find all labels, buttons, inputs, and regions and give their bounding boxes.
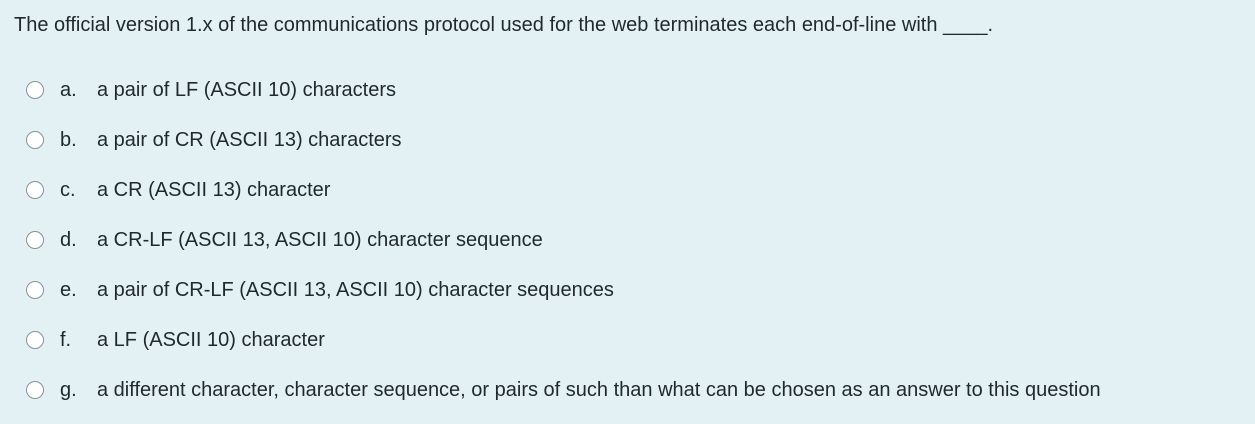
- radio-button[interactable]: [26, 131, 44, 149]
- option-text: a CR (ASCII 13) character: [97, 178, 331, 201]
- option-letter: f.: [60, 328, 72, 351]
- answer-option-row[interactable]: c. a CR (ASCII 13) character: [0, 165, 1255, 215]
- option-text: a pair of CR (ASCII 13) characters: [97, 128, 402, 151]
- option-letter: g.: [60, 378, 77, 401]
- radio-button[interactable]: [26, 231, 44, 249]
- option-letter: c.: [60, 178, 76, 201]
- radio-button[interactable]: [26, 81, 44, 99]
- option-letter: a.: [60, 78, 77, 101]
- answer-option-row[interactable]: f. a LF (ASCII 10) character: [0, 315, 1255, 365]
- option-letter: b.: [60, 128, 77, 151]
- radio-button[interactable]: [26, 331, 44, 349]
- radio-button[interactable]: [26, 281, 44, 299]
- option-text: a pair of LF (ASCII 10) characters: [97, 78, 397, 101]
- option-letter: e.: [60, 278, 77, 301]
- option-text: a LF (ASCII 10) character: [97, 328, 325, 351]
- answer-option-row[interactable]: g. a different character, character sequ…: [0, 365, 1255, 415]
- answer-option-row[interactable]: d. a CR-LF (ASCII 13, ASCII 10) characte…: [0, 215, 1255, 265]
- option-text: a CR-LF (ASCII 13, ASCII 10) character s…: [97, 228, 543, 251]
- radio-button[interactable]: [26, 181, 44, 199]
- option-letter: d.: [60, 228, 77, 251]
- answer-option-row[interactable]: b. a pair of CR (ASCII 13) characters: [0, 115, 1255, 165]
- options-list: a. a pair of LF (ASCII 10) characters b.…: [0, 65, 1255, 415]
- radio-button[interactable]: [26, 381, 44, 399]
- option-text: a different character, character sequenc…: [97, 378, 1101, 401]
- answer-option-row[interactable]: a. a pair of LF (ASCII 10) characters: [0, 65, 1255, 115]
- question-text: The official version 1.x of the communic…: [14, 14, 994, 36]
- answer-option-row[interactable]: e. a pair of CR-LF (ASCII 13, ASCII 10) …: [0, 265, 1255, 315]
- option-text: a pair of CR-LF (ASCII 13, ASCII 10) cha…: [97, 278, 614, 301]
